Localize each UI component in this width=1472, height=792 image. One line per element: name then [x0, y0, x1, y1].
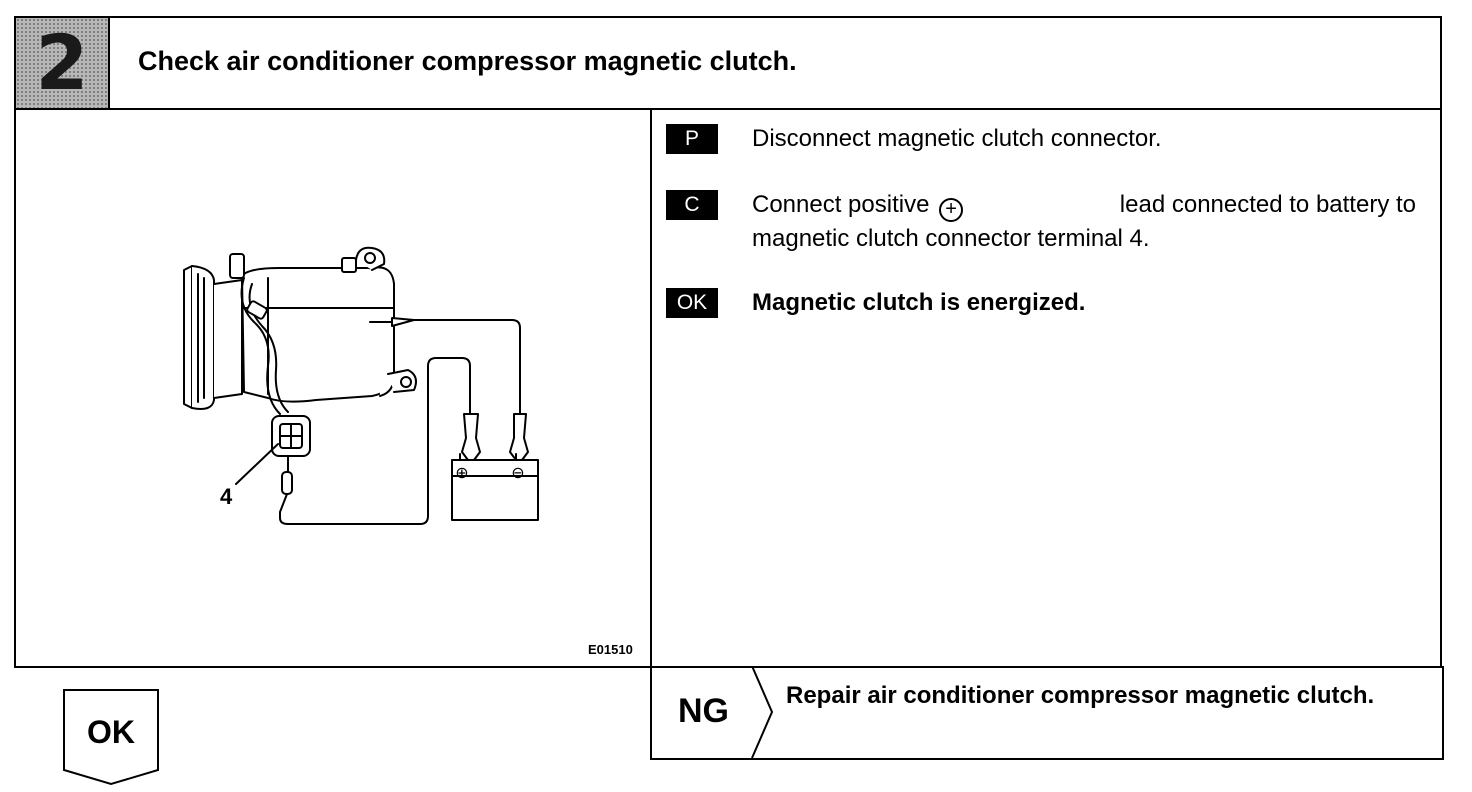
ng-result-text: Repair air conditioner compressor magnet…	[786, 682, 1375, 709]
ng-arrow-shape	[751, 666, 774, 758]
ok-result-label: OK	[87, 714, 135, 750]
check-text-line2: magnetic clutch connector terminal 4.	[752, 225, 1150, 252]
step-ok-criteria: OK Magnetic clutch is energized.	[666, 286, 1426, 326]
terminal-4-label: 4	[220, 484, 233, 509]
prepare-text: Disconnect magnetic clutch connector.	[752, 125, 1162, 152]
step-number-box: 2	[16, 18, 110, 108]
ok-criteria-text: Magnetic clutch is energized.	[752, 289, 1086, 316]
check-text: Connect positive + lead connected to bat…	[752, 188, 1416, 256]
clutch-harness	[240, 277, 281, 415]
step-check: C Connect positive + lead connected to b…	[666, 188, 1426, 258]
ng-result-box: NG Repair air conditioner compressor mag…	[650, 666, 1444, 760]
positive-symbol: +	[939, 198, 964, 222]
battery-negative-mark: ⊖	[511, 463, 524, 482]
pulley-disc	[183, 265, 193, 409]
step-prepare: P Disconnect magnetic clutch connector.	[666, 122, 1426, 162]
battery	[451, 459, 539, 521]
prepare-tag: P	[666, 124, 718, 154]
compressor-illustration: ⊕ ⊖ 4 E01510	[16, 108, 650, 666]
ng-result-label: NG	[678, 692, 729, 730]
check-tag: C	[666, 190, 718, 220]
compressor-wiring-diagram: ⊕ ⊖ 4	[183, 246, 539, 525]
terminal-4-leader	[235, 443, 279, 485]
check-text-line1-end: lead connected to battery to	[1119, 191, 1416, 218]
column-divider	[650, 108, 652, 666]
ok-arrow-shape	[63, 689, 159, 786]
ok-tag: OK	[666, 288, 718, 318]
battery-positive-mark: ⊕	[455, 463, 468, 482]
step-body: ⊕ ⊖ 4 E01510 P Disconnect magnetic clutc…	[14, 108, 1442, 668]
step-number: 2	[35, 18, 89, 107]
positive-clip	[461, 413, 481, 461]
step-header: 2 Check air conditioner compressor magne…	[14, 16, 1442, 110]
figure-code: E01510	[588, 642, 633, 657]
compressor-rear-plate	[371, 266, 395, 397]
step-title: Check air conditioner compressor magneti…	[138, 46, 797, 76]
negative-clip	[509, 413, 529, 461]
clutch-hub	[213, 279, 243, 399]
check-text-line1-start: Connect positive +	[752, 188, 966, 222]
